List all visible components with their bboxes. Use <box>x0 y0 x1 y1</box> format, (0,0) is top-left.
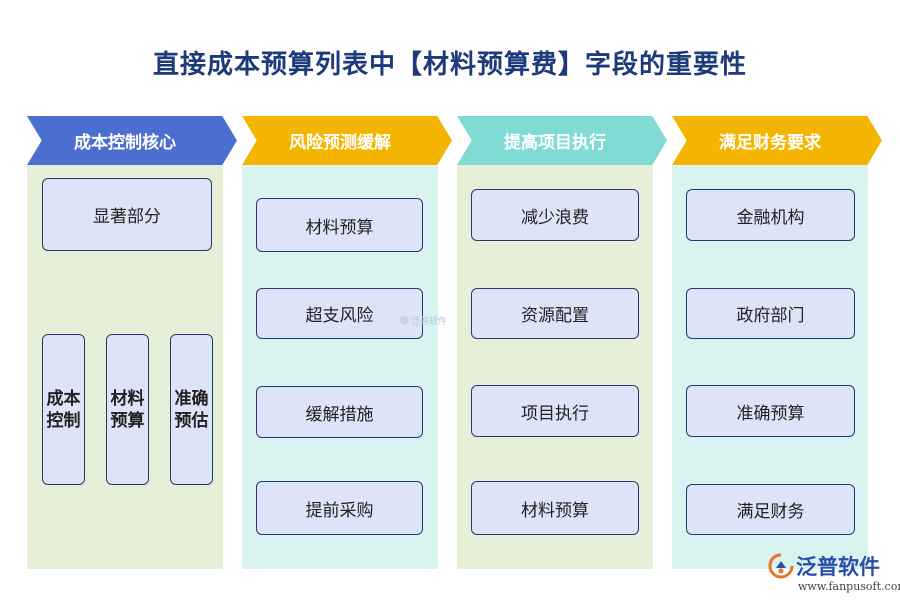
column-3-item-2: 资源配置 <box>471 288 639 339</box>
brand-logo-name: 泛普软件 <box>796 555 880 579</box>
brand-logo: 泛普软件 www.fanpusoft.com <box>768 551 900 597</box>
column-3-header: 提高项目执行 <box>457 116 667 165</box>
column-3-item-1: 减少浪费 <box>471 189 639 241</box>
column-1-item-1: 显著部分 <box>42 178 212 251</box>
column-1-item-3: 材料 预算 <box>106 334 149 485</box>
column-3-item-3: 项目执行 <box>471 385 639 437</box>
column-3-item-4: 材料预算 <box>471 481 639 535</box>
column-2-item-1: 材料预算 <box>256 198 423 252</box>
column-4-item-4: 满足财务 <box>686 484 855 535</box>
column-1-header: 成本控制核心 <box>27 116 237 165</box>
watermark: 泛普软件 <box>400 314 447 327</box>
page-title: 直接成本预算列表中【材料预算费】字段的重要性 <box>152 50 747 80</box>
column-2-item-2: 超支风险 <box>256 288 423 339</box>
column-4-item-3: 准确预算 <box>686 385 855 437</box>
watermark-text: 泛普软件 <box>411 317 448 327</box>
column-2-item-3: 缓解措施 <box>256 386 423 438</box>
column-1-item-2: 成本 控制 <box>42 334 85 485</box>
brand-logo-url: www.fanpusoft.com <box>798 580 900 593</box>
column-2-item-4: 提前采购 <box>256 481 423 535</box>
column-4-header: 满足财务要求 <box>672 116 882 165</box>
brand-logo-icon <box>768 553 794 579</box>
column-2-header: 风险预测缓解 <box>242 116 452 165</box>
column-1-item-4: 准确 预估 <box>170 334 213 485</box>
column-4-item-1: 金融机构 <box>686 189 855 241</box>
column-4-item-2: 政府部门 <box>686 288 855 339</box>
watermark-logo-icon <box>400 316 409 325</box>
